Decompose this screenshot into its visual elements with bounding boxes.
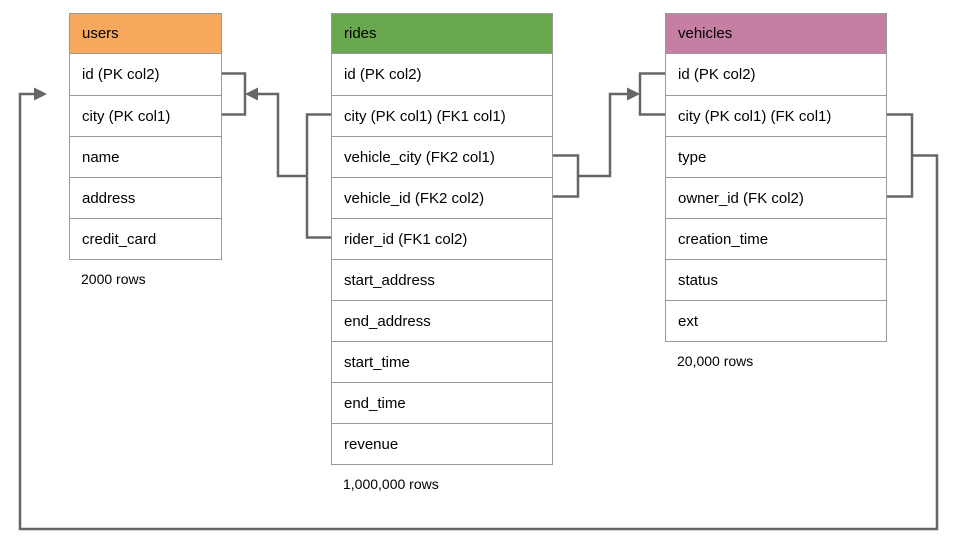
table-row: city (PK col1) (FK col1) — [666, 95, 886, 136]
table-row: creation_time — [666, 218, 886, 259]
table-vehicles-rowcount: 20,000 rows — [677, 353, 754, 369]
table-row: vehicle_id (FK2 col2) — [332, 177, 552, 218]
table-row: start_address — [332, 259, 552, 300]
table-users-rowcount: 2000 rows — [81, 271, 146, 287]
table-row: ext — [666, 300, 886, 341]
table-row: start_time — [332, 341, 552, 382]
table-row: vehicle_city (FK2 col1) — [332, 136, 552, 177]
fk-line-rides-to-users — [257, 92, 307, 178]
arrowhead-rides-to-users — [245, 87, 258, 101]
table-row: address — [70, 177, 221, 218]
table-row: id (PK col2) — [332, 54, 552, 95]
users-pk-bracket-right — [222, 72, 247, 116]
table-rides-rowcount: 1,000,000 rows — [343, 476, 439, 492]
table-row: status — [666, 259, 886, 300]
table-rides-rows: id (PK col2)city (PK col1) (FK1 col1)veh… — [332, 54, 552, 464]
table-row: end_time — [332, 382, 552, 423]
fk-line-rides-to-vehicles — [578, 92, 627, 178]
table-row: id (PK col2) — [70, 54, 221, 95]
rides-fk2-bracket-right — [553, 154, 580, 198]
table-row: city (PK col1) — [70, 95, 221, 136]
table-row: rider_id (FK1 col2) — [332, 218, 552, 259]
table-rides-header: rides — [332, 14, 552, 54]
table-row: end_address — [332, 300, 552, 341]
table-vehicles: vehicles id (PK col2)city (PK col1) (FK … — [665, 13, 887, 369]
rides-fk1-bracket-left — [305, 113, 331, 239]
table-row: name — [70, 136, 221, 177]
table-row: owner_id (FK col2) — [666, 177, 886, 218]
arrowhead-rides-to-vehicles — [627, 87, 640, 101]
table-row: revenue — [332, 423, 552, 464]
table-vehicles-header: vehicles — [666, 14, 886, 54]
table-row: credit_card — [70, 218, 221, 259]
table-users-header: users — [70, 14, 221, 54]
table-rides: rides id (PK col2)city (PK col1) (FK1 co… — [331, 13, 553, 492]
vehicles-pk-bracket-left — [638, 72, 665, 116]
table-vehicles-rows: id (PK col2)city (PK col1) (FK col1)type… — [666, 54, 886, 341]
table-row: id (PK col2) — [666, 54, 886, 95]
vehicles-fk-bracket-right — [887, 113, 914, 198]
table-row: city (PK col1) (FK1 col1) — [332, 95, 552, 136]
table-row: type — [666, 136, 886, 177]
arrowhead-vehicles-to-users — [34, 87, 47, 101]
